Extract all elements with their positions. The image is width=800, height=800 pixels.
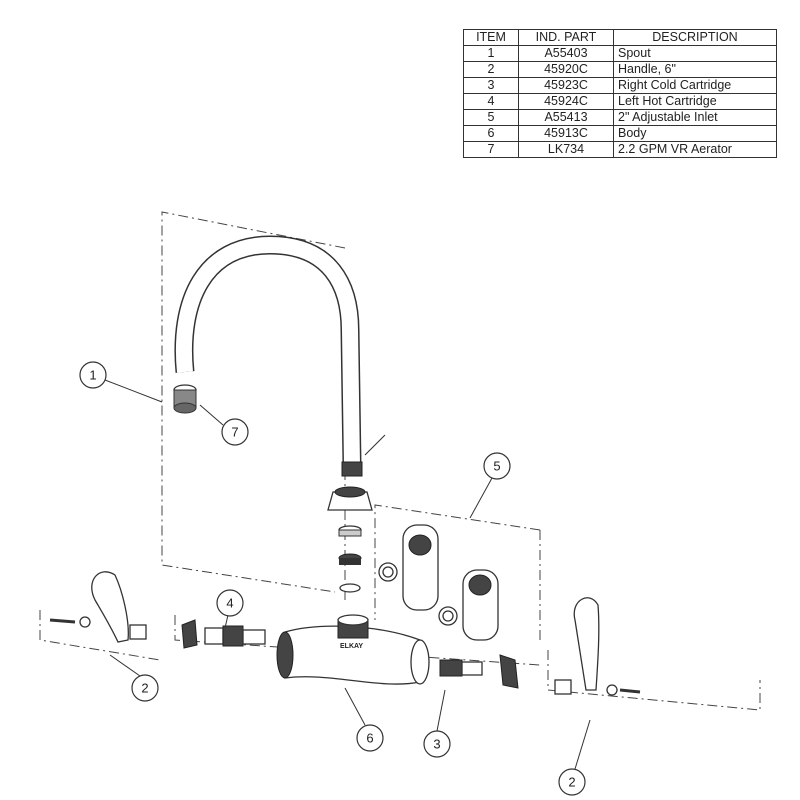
callout-aerator: 7 [221, 418, 249, 446]
body-logo: ELKAY [340, 643, 363, 650]
faucet-body: ELKAY [276, 614, 430, 685]
callout-label: 1 [89, 368, 96, 383]
part-number-cell: 45913C [518, 125, 614, 142]
callout-label: 2 [568, 775, 575, 790]
leader-lines [104, 379, 591, 770]
aerator [173, 384, 197, 414]
right-handle [554, 597, 641, 696]
spout [174, 235, 386, 477]
callout-right-handle: 2 [558, 768, 586, 796]
callout-label: 7 [231, 425, 238, 440]
description-cell: Handle, 6" [613, 61, 777, 78]
callout-spout: 1 [79, 361, 107, 389]
callout-hot-cartridge: 4 [216, 589, 244, 617]
callout-label: 6 [366, 731, 373, 746]
description-cell: Left Hot Cartridge [613, 93, 777, 110]
description-cell: 2.2 GPM VR Aerator [613, 141, 777, 158]
callout-body: 6 [356, 724, 384, 752]
part-number-cell: LK734 [518, 141, 614, 158]
adjustable-inlets [378, 524, 499, 641]
callout-inlet: 5 [483, 452, 511, 480]
left-handle [49, 571, 147, 643]
callout-label: 3 [433, 737, 440, 752]
callout-cold-cartridge: 3 [423, 730, 451, 758]
cold-cartridge [439, 654, 519, 689]
hot-cartridge [181, 619, 266, 649]
spout-nut-and-washers [327, 486, 373, 593]
description-cell: 2" Adjustable Inlet [613, 109, 777, 126]
callout-label: 4 [226, 596, 233, 611]
callout-label: 5 [493, 459, 500, 474]
callout-label: 2 [141, 681, 148, 696]
callout-left-handle: 2 [131, 674, 159, 702]
